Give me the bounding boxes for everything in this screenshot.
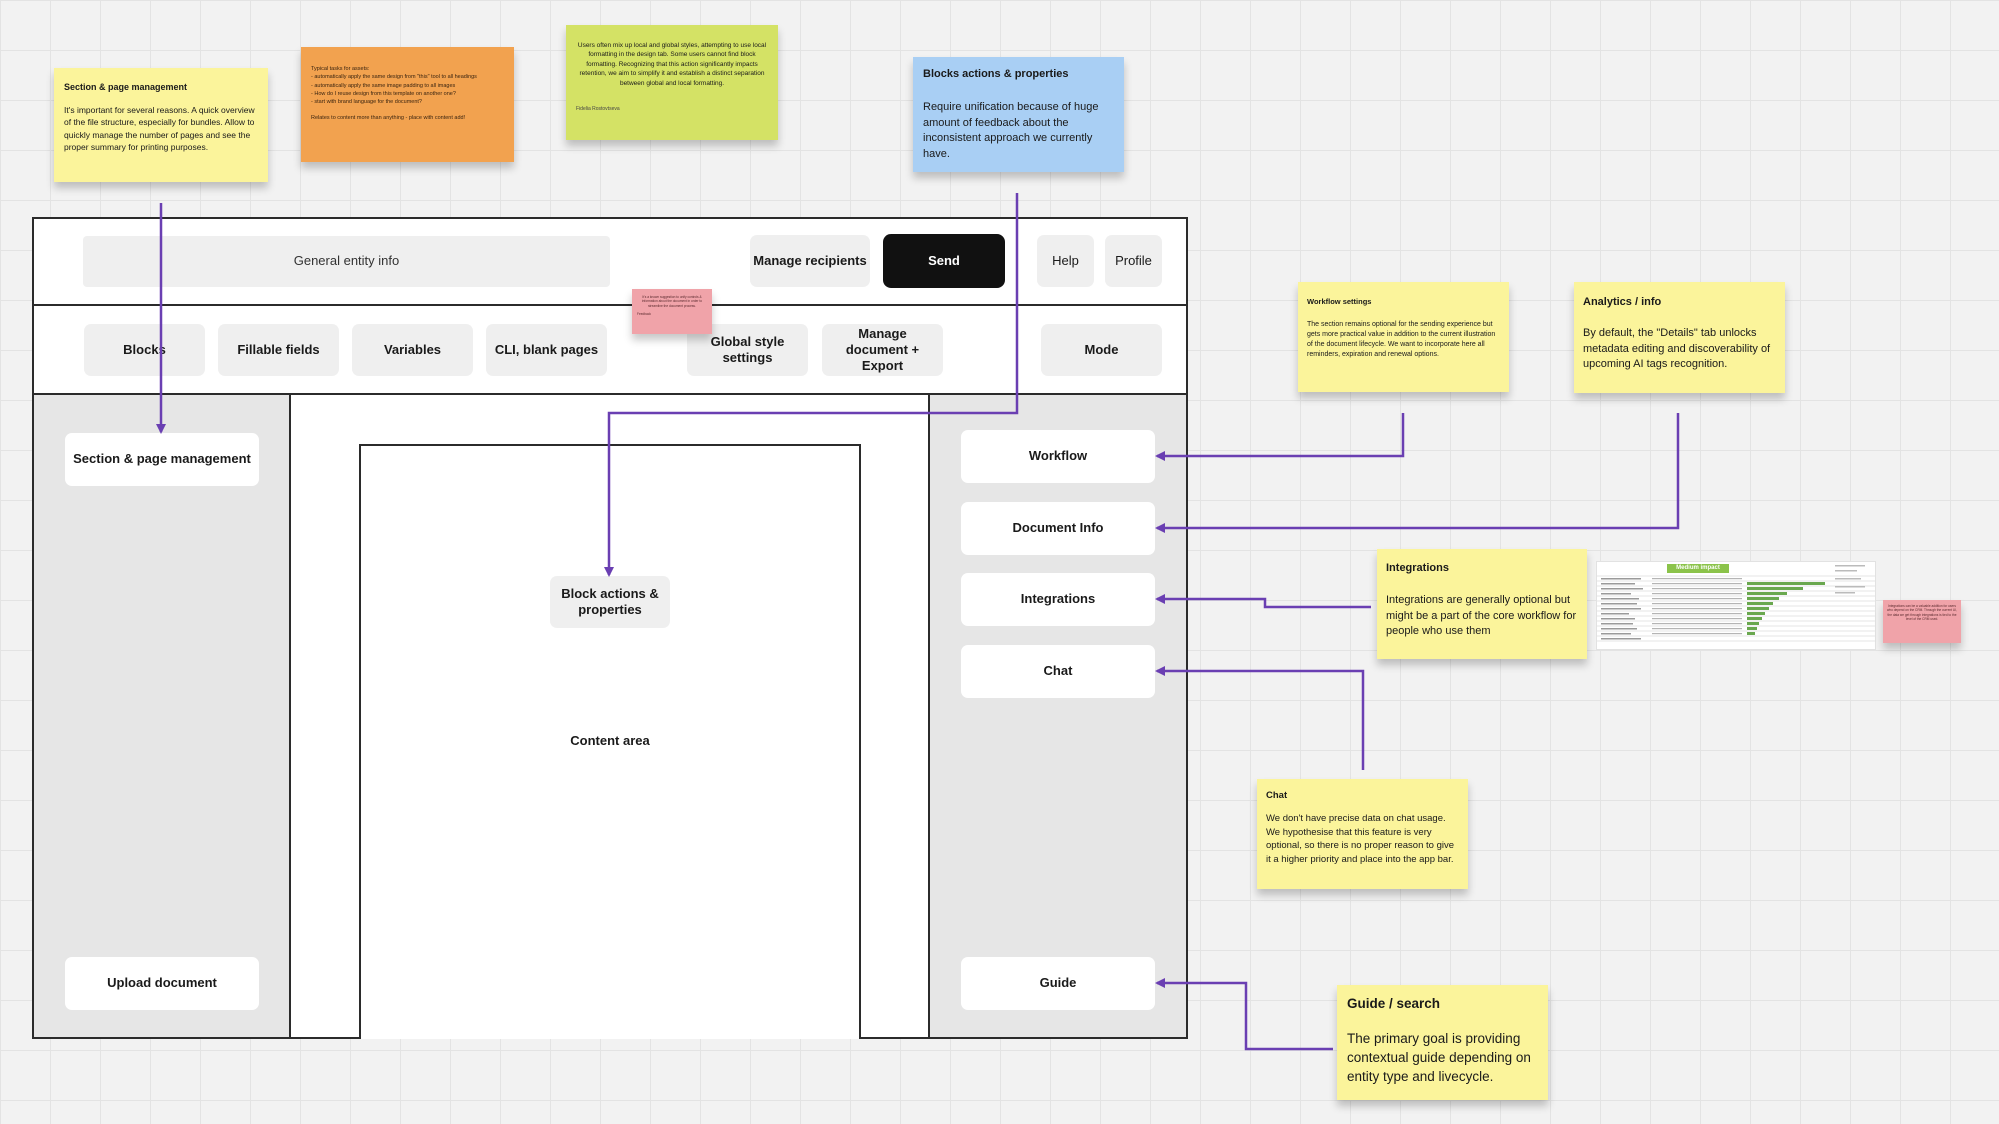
manage-recipients-button[interactable]: Manage recipients	[750, 235, 870, 287]
integrations-label: Integrations	[1020, 591, 1096, 607]
manage-recipients-label: Manage recipients	[753, 252, 867, 268]
note-title: Section & page management	[64, 82, 188, 92]
left-panel	[34, 395, 290, 1037]
connector-analytics-note	[1155, 413, 1680, 533]
mode-button[interactable]: Mode	[1041, 324, 1162, 376]
note-blocks-actions[interactable]: Blocks actions & properties Require unif…	[913, 57, 1124, 172]
block-actions-properties-button[interactable]: Block actions & properties	[550, 576, 670, 628]
guide-button[interactable]: Guide	[961, 957, 1155, 1010]
impact-spreadsheet-thumbnail[interactable]: Medium impact	[1596, 561, 1876, 650]
note-body: It's important for several reasons. A qu…	[64, 105, 255, 152]
header-divider	[32, 304, 1188, 306]
block-actions-properties-label: Block actions & properties	[561, 585, 659, 617]
tab-manage-document-export-label: Manage document + Export	[845, 325, 920, 374]
tab-cli-blank-pages-label: CLI, blank pages	[494, 341, 599, 357]
note-section-page-management[interactable]: Section & page management It's important…	[54, 68, 268, 182]
thumbnail-title: Medium impact	[1667, 564, 1729, 573]
thumbnail-sheet-graphic	[1597, 565, 1875, 642]
profile-label: Profile	[1115, 252, 1152, 268]
note-typical-tasks[interactable]: Typical tasks for assets: - automaticall…	[301, 47, 514, 162]
section-page-management-button[interactable]: Section & page management	[65, 433, 259, 486]
workflow-button[interactable]: Workflow	[961, 430, 1155, 483]
tab-blocks-label: Blocks	[123, 341, 166, 357]
workflow-label: Workflow	[1028, 448, 1088, 464]
tab-variables[interactable]: Variables	[352, 324, 473, 376]
note-chat[interactable]: Chat We don't have precise data on chat …	[1257, 779, 1468, 889]
tab-fillable-fields-label: Fillable fields	[237, 341, 320, 357]
help-button[interactable]: Help	[1037, 235, 1094, 287]
note-author: Fidelia Rostovtseva	[576, 106, 620, 113]
tab-fillable-fields[interactable]: Fillable fields	[218, 324, 339, 376]
send-label: Send	[928, 252, 960, 268]
note-body: The primary goal is providing contextual…	[1347, 1030, 1531, 1084]
document-info-button[interactable]: Document Info	[961, 502, 1155, 555]
integrations-button[interactable]: Integrations	[961, 573, 1155, 626]
tab-global-style-settings-label: Global style settings	[710, 333, 785, 365]
general-entity-info-label: General entity info	[293, 253, 400, 269]
tab-variables-label: Variables	[383, 341, 442, 357]
upload-document-label: Upload document	[107, 975, 217, 991]
tab-cli-blank-pages[interactable]: CLI, blank pages	[486, 324, 607, 376]
note-integrations[interactable]: Integrations Integrations are generally …	[1377, 549, 1587, 659]
note-title: Workflow settings	[1307, 297, 1372, 306]
left-panel-divider	[289, 395, 291, 1039]
section-page-management-label: Section & page management	[73, 451, 251, 467]
connector-integrations-note	[1155, 594, 1371, 609]
note-body: Typical tasks for assets: - automaticall…	[311, 66, 477, 105]
connector-guide-note	[1155, 978, 1333, 1051]
document-info-label: Document Info	[1012, 520, 1104, 536]
note-title: Analytics / info	[1583, 296, 1662, 308]
connector-chat-note	[1155, 666, 1365, 770]
mode-label: Mode	[1084, 341, 1119, 357]
note-footer: Relates to content more than anything - …	[311, 115, 466, 122]
content-area-label: Content area	[570, 733, 650, 748]
note-footer: Feedback	[637, 312, 651, 317]
note-title: Chat	[1266, 790, 1288, 801]
help-label: Help	[1052, 252, 1079, 268]
connector-blocks-note	[604, 193, 1019, 577]
send-button[interactable]: Send	[883, 234, 1005, 288]
note-body: Integrations are generally optional but …	[1386, 594, 1577, 638]
note-workflow-settings[interactable]: Workflow settings The section remains op…	[1298, 282, 1509, 392]
tab-blocks[interactable]: Blocks	[84, 324, 205, 376]
note-title: Blocks actions & properties	[923, 68, 1069, 80]
general-entity-info-field[interactable]: General entity info	[83, 236, 610, 287]
toolbar-divider	[32, 393, 1188, 395]
connector-workflow-note	[1155, 413, 1405, 461]
note-title: Guide / search	[1347, 996, 1441, 1011]
note-guide-search[interactable]: Guide / search The primary goal is provi…	[1337, 985, 1548, 1100]
note-body: By default, the "Details" tab unlocks me…	[1583, 327, 1771, 371]
note-body: Require unification because of huge amou…	[923, 101, 1099, 160]
right-panel-divider	[928, 395, 930, 1039]
upload-document-button[interactable]: Upload document	[65, 957, 259, 1010]
note-body: It's a known suggestion to unify control…	[641, 295, 703, 308]
note-title: Integrations	[1386, 562, 1449, 574]
note-local-global-styles[interactable]: Users often mix up local and global styl…	[566, 25, 778, 140]
note-body: We don't have precise data on chat usage…	[1266, 812, 1455, 866]
note-body: Integrations can be a valuable addition …	[1887, 604, 1957, 622]
note-pink-integrations[interactable]: Integrations can be a valuable addition …	[1883, 600, 1961, 643]
note-analytics-info[interactable]: Analytics / info By default, the "Detail…	[1574, 282, 1785, 393]
tab-manage-document-export[interactable]: Manage document + Export	[822, 324, 943, 376]
note-body: Users often mix up local and global styl…	[577, 42, 767, 87]
profile-button[interactable]: Profile	[1105, 235, 1162, 287]
note-body: The section remains optional for the sen…	[1307, 320, 1496, 359]
guide-label: Guide	[1039, 975, 1077, 991]
chat-button[interactable]: Chat	[961, 645, 1155, 698]
chat-label: Chat	[1043, 663, 1073, 679]
note-pink-feedback[interactable]: It's a known suggestion to unify control…	[632, 289, 712, 334]
